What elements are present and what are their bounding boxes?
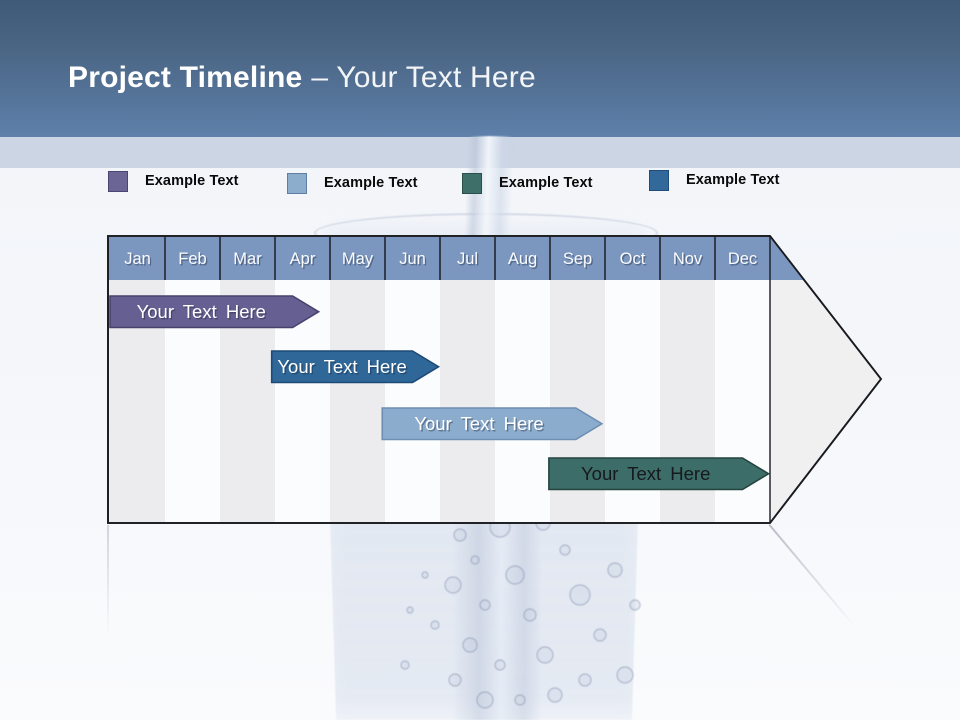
legend-swatch-teal xyxy=(462,172,482,194)
task-arrow-3[interactable] xyxy=(381,407,604,441)
header-accent-band xyxy=(0,137,960,168)
task-arrow-1[interactable] xyxy=(109,295,321,329)
legend-label: Example Text xyxy=(686,172,780,188)
bubble-icon xyxy=(444,576,462,594)
bubble-icon xyxy=(536,646,554,664)
legend-label: Example Text xyxy=(324,175,418,191)
task-label-1: Your Text Here xyxy=(137,301,266,322)
month-label-jul[interactable]: Jul xyxy=(457,250,478,268)
month-label-jun-shadow: Jun xyxy=(401,252,428,270)
bubble-icon xyxy=(494,659,506,671)
bubble-icon xyxy=(479,599,491,611)
legend-swatch-purple xyxy=(108,170,128,192)
bubble-icon xyxy=(514,694,526,706)
bubble-icon xyxy=(593,628,607,642)
month-label-feb[interactable]: Feb xyxy=(178,250,206,268)
water-stream-lower-image xyxy=(452,523,542,720)
month-label-oct-shadow: Oct xyxy=(621,252,647,270)
bubble-icon xyxy=(453,528,467,542)
legend-swatch-steelblue xyxy=(649,169,669,191)
month-label-aug[interactable]: Aug xyxy=(508,250,537,268)
bubble-icon xyxy=(607,562,623,578)
bubble-icon xyxy=(406,606,414,614)
bubble-icon xyxy=(476,691,494,709)
bubble-icon xyxy=(547,687,563,703)
bubble-icon xyxy=(400,660,410,670)
month-label-aug-shadow: Aug xyxy=(509,252,538,270)
month-label-apr-shadow: Apr xyxy=(291,252,317,270)
water-bubbles-image xyxy=(400,515,641,709)
timeline-arrow-border xyxy=(107,235,883,524)
legend-item-2[interactable]: Example Text xyxy=(287,172,418,194)
legend-label: Example Text xyxy=(499,175,593,191)
month-label-oct[interactable]: Oct xyxy=(620,250,646,268)
month-label-jan-shadow: Jan xyxy=(126,252,153,270)
bubble-icon xyxy=(462,637,478,653)
bubble-icon xyxy=(616,666,634,684)
month-column-aug xyxy=(495,280,550,522)
month-label-jun[interactable]: Jun xyxy=(399,250,426,268)
slide-title[interactable]: Project Timeline– Your Text Here xyxy=(68,58,536,98)
arrow-reflection-left xyxy=(107,525,109,637)
bubble-icon xyxy=(505,565,525,585)
month-label-sep-shadow: Sep xyxy=(564,252,593,270)
bubble-icon xyxy=(578,673,592,687)
month-label-may[interactable]: May xyxy=(342,250,374,268)
legend-item-3[interactable]: Example Text xyxy=(462,172,593,194)
month-column-may xyxy=(330,280,385,522)
month-label-apr[interactable]: Apr xyxy=(290,250,316,268)
task-label-4: Your Text Here xyxy=(581,463,710,484)
title-primary: Project Timeline xyxy=(68,61,303,94)
title-secondary: – Your Text Here xyxy=(311,61,536,94)
arrow-reflection-right xyxy=(768,524,855,627)
month-header-band xyxy=(109,237,804,280)
legend-label: Example Text xyxy=(145,173,239,189)
bubble-icon xyxy=(448,673,462,687)
bubble-icon xyxy=(430,620,440,630)
month-label-jan[interactable]: Jan xyxy=(124,250,151,268)
month-column-jun xyxy=(385,280,440,522)
task-arrow-2[interactable] xyxy=(270,350,441,384)
task-label-2-shadow: Your Text Here xyxy=(279,357,408,378)
bubble-icon xyxy=(470,555,480,565)
month-label-sep[interactable]: Sep xyxy=(563,250,592,268)
month-label-mar[interactable]: Mar xyxy=(233,250,262,268)
month-label-dec-shadow: Dec xyxy=(729,252,758,270)
task-label-3: Your Text Here xyxy=(414,413,543,434)
bubble-icon xyxy=(421,571,429,579)
month-label-jul-shadow: Jul xyxy=(458,252,479,270)
month-label-may-shadow: May xyxy=(343,252,375,270)
month-label-nov-shadow: Nov xyxy=(674,252,704,270)
month-label-mar-shadow: Mar xyxy=(235,252,264,270)
month-column-jul xyxy=(440,280,495,522)
month-label-nov[interactable]: Nov xyxy=(673,250,703,268)
legend-item-1[interactable]: Example Text xyxy=(108,170,239,192)
month-label-feb-shadow: Feb xyxy=(180,252,208,270)
task-label-1-shadow: Your Text Here xyxy=(138,302,267,323)
bubble-icon xyxy=(523,608,537,622)
slide-header: Project Timeline– Your Text Here xyxy=(0,0,960,137)
bubble-icon xyxy=(559,544,571,556)
task-label-2: Your Text Here xyxy=(277,356,406,377)
task-arrow-4[interactable] xyxy=(548,457,771,491)
bubble-icon xyxy=(569,584,591,606)
bubble-icon xyxy=(629,599,641,611)
task-label-3-shadow: Your Text Here xyxy=(416,414,545,435)
legend-swatch-lightblue xyxy=(287,172,307,194)
legend-item-4[interactable]: Example Text xyxy=(649,169,780,191)
month-label-dec[interactable]: Dec xyxy=(728,250,757,268)
